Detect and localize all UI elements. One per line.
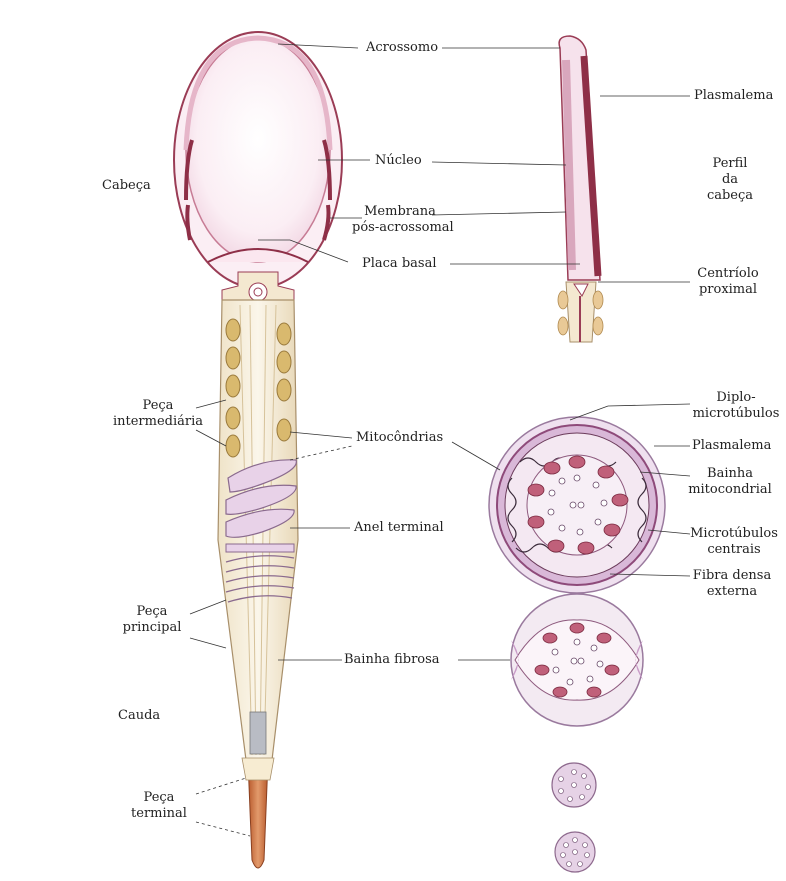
label-membrana: Membrana pós-acrossomal: [352, 204, 448, 236]
label-perfil-1: Perfil: [700, 156, 760, 172]
label-micro-centrais-2: centrais: [684, 542, 784, 558]
label-membrana-2: pós-acrossomal: [352, 220, 448, 236]
central-microtubule-a: [570, 502, 576, 508]
label-cabeca: Cabeça: [102, 178, 151, 194]
cross-section-end-piece-2: [555, 832, 595, 872]
annulus: [226, 544, 294, 552]
label-peca-terminal-1: Peça: [122, 790, 196, 806]
label-membrana-1: Membrana: [352, 204, 448, 220]
label-peca-terminal: Peça terminal: [122, 790, 196, 822]
label-plasmalema-mid: Plasmalema: [692, 438, 771, 454]
cross-section-end-piece-1: [552, 763, 596, 807]
label-fibra-1: Fibra densa: [684, 568, 780, 584]
principal-central-a: [571, 658, 577, 664]
label-perfil-3: cabeça: [700, 188, 760, 204]
principal-central-b: [578, 658, 584, 664]
head-profile: [558, 36, 603, 342]
label-diplo-1: Diplo-: [686, 390, 786, 406]
cross-section-principal-piece: [511, 594, 643, 726]
label-bainha-mito-1: Bainha: [680, 466, 780, 482]
axoneme-grey: [250, 712, 266, 754]
label-centriolo-2: proximal: [692, 282, 764, 298]
label-nucleo: Núcleo: [375, 153, 422, 169]
label-anel-terminal: Anel terminal: [354, 520, 444, 536]
label-peca-principal: Peça principal: [110, 604, 194, 636]
label-placa-basal: Placa basal: [362, 256, 436, 272]
label-bainha-fibrosa: Bainha fibrosa: [344, 652, 440, 668]
label-peca-inter-2: intermediária: [108, 414, 208, 430]
label-perfil: Perfil da cabeça: [700, 156, 760, 204]
label-microtubulos-centrais: Microtúbulos centrais: [684, 526, 784, 558]
label-diplo-2: microtúbulos: [686, 406, 786, 422]
label-bainha-mitocondrial: Bainha mitocondrial: [680, 466, 780, 498]
head-inner: [186, 38, 330, 262]
label-peca-inter-1: Peça: [108, 398, 208, 414]
sperm-head: [174, 32, 342, 301]
label-peca-intermediaria: Peça intermediária: [108, 398, 208, 430]
proximal-centriole: [249, 283, 267, 301]
label-peca-principal-2: principal: [110, 620, 194, 636]
label-peca-principal-1: Peça: [110, 604, 194, 620]
label-diplo: Diplo- microtúbulos: [686, 390, 786, 422]
label-bainha-mito-2: mitocondrial: [680, 482, 780, 498]
label-cauda: Cauda: [118, 708, 160, 724]
label-centriolo: Centríolo proximal: [692, 266, 764, 298]
label-fibra-2: externa: [684, 584, 780, 600]
label-mitocondrias: Mitocôndrias: [356, 430, 443, 446]
label-fibra-densa: Fibra densa externa: [684, 568, 780, 600]
label-centriolo-1: Centríolo: [692, 266, 764, 282]
label-acrossomo: Acrossomo: [366, 40, 438, 56]
label-peca-terminal-2: terminal: [122, 806, 196, 822]
mitochondria-right: [277, 323, 291, 441]
central-microtubule-b: [578, 502, 584, 508]
terminal-sheath: [242, 758, 274, 780]
cross-section-middle-piece: [489, 417, 665, 593]
sperm-tail: [218, 300, 298, 868]
label-plasmalema-top: Plasmalema: [694, 88, 773, 104]
label-micro-centrais-1: Microtúbulos: [684, 526, 784, 542]
label-perfil-2: da: [700, 172, 760, 188]
